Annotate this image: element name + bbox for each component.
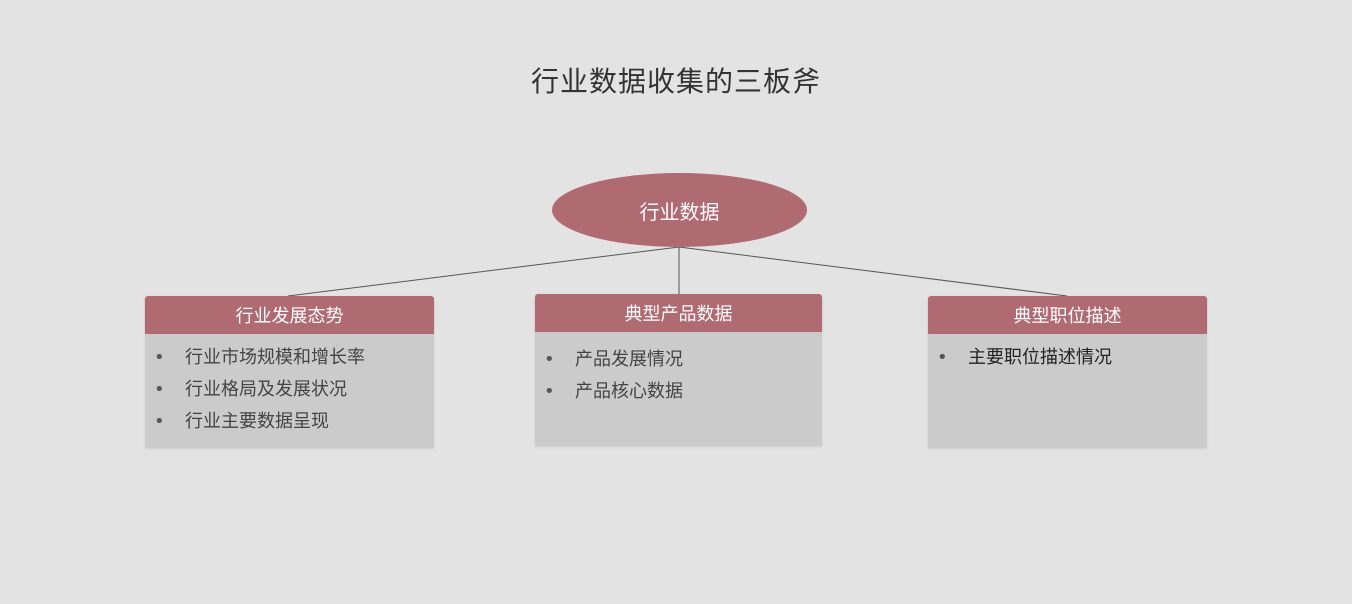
list-item: 行业主要数据呈现: [145, 406, 434, 438]
branch-job-descriptions: 典型职位描述 主要职位描述情况: [928, 296, 1207, 448]
root-label: 行业数据: [639, 199, 720, 224]
branch-body: 主要职位描述情况: [928, 334, 1207, 448]
branch-body: 产品发展情况 产品核心数据: [535, 332, 822, 446]
list-item: 产品核心数据: [535, 376, 822, 408]
branch-header: 典型产品数据: [535, 294, 822, 332]
list-item: 行业市场规模和增长率: [145, 342, 434, 374]
branch-body: 行业市场规模和增长率 行业格局及发展状况 行业主要数据呈现: [145, 334, 434, 448]
connector-line-left: [287, 246, 680, 297]
connector-line-right: [678, 246, 1068, 297]
branch-items: 产品发展情况 产品核心数据: [535, 344, 822, 408]
branch-industry-trend: 行业发展态势 行业市场规模和增长率 行业格局及发展状况 行业主要数据呈现: [145, 296, 434, 448]
list-item: 产品发展情况: [535, 344, 822, 376]
branch-header: 典型职位描述: [928, 296, 1207, 334]
list-item: 主要职位描述情况: [928, 342, 1207, 374]
root-node: 行业数据: [552, 173, 807, 247]
branch-items: 主要职位描述情况: [928, 342, 1207, 374]
branch-header: 行业发展态势: [145, 296, 434, 334]
page-title: 行业数据收集的三板斧: [530, 65, 821, 98]
branch-typical-products: 典型产品数据 产品发展情况 产品核心数据: [535, 294, 822, 446]
branch-items: 行业市场规模和增长率 行业格局及发展状况 行业主要数据呈现: [145, 342, 434, 438]
list-item: 行业格局及发展状况: [145, 374, 434, 406]
